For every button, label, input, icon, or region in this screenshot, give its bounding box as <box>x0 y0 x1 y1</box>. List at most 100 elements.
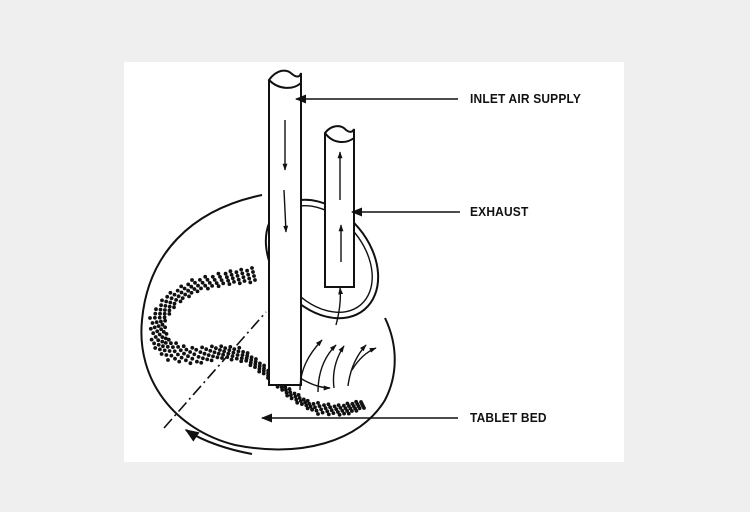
exhaust-pipe-broken-end <box>323 125 355 143</box>
tablet-dot <box>257 364 262 368</box>
tablet-dot <box>216 284 221 289</box>
tablet-dot <box>283 385 288 390</box>
tablet-dot <box>192 287 197 291</box>
tablet-dot <box>317 404 322 408</box>
tablet-dot <box>328 405 332 410</box>
tablet-dot <box>160 322 165 327</box>
tablet-dot <box>167 312 172 316</box>
tablet-dot <box>163 341 168 345</box>
tablet-dot <box>296 393 301 397</box>
tablet-dot <box>172 292 177 297</box>
tablet-dot <box>331 411 336 415</box>
tablet-dot <box>198 278 202 282</box>
tablet-dot <box>261 371 266 376</box>
tablet-dot <box>235 353 240 357</box>
tablet-dot <box>172 301 177 306</box>
tablet-dot <box>176 294 181 299</box>
tablet-dot <box>308 404 313 409</box>
tablet-dot <box>297 396 302 400</box>
tablet-dot <box>166 358 170 362</box>
tablet-dot <box>336 403 341 407</box>
tablet-dot <box>216 351 221 356</box>
tablet-dot <box>218 275 222 279</box>
pan-mouth-rim-outer <box>264 198 380 320</box>
tablet-dot <box>165 294 170 299</box>
tablet-dot <box>307 401 312 406</box>
tablet-dot <box>210 344 214 349</box>
tablet-dot <box>300 402 304 406</box>
label-inlet-air-supply: INLET AIR SUPPLY <box>470 91 582 106</box>
tablet-dot <box>160 298 164 303</box>
tablet-dot <box>164 299 169 304</box>
tablet-dot <box>229 272 234 277</box>
tablet-dot <box>246 272 251 277</box>
tablet-dot <box>159 303 164 308</box>
tablet-dot <box>216 271 221 276</box>
tablet-dot <box>156 342 161 347</box>
tablet-dot <box>200 345 205 350</box>
diagram-panel <box>124 62 624 462</box>
tablet-dot <box>178 299 183 304</box>
tablet-dot <box>167 308 172 313</box>
tablet-dot <box>176 352 180 357</box>
airflow-arrows <box>299 287 377 393</box>
tablet-dot <box>169 353 174 358</box>
tablet-dot <box>240 353 245 357</box>
tablet-dot <box>186 354 190 359</box>
tablet-dot <box>159 327 164 332</box>
tablet-dot <box>184 358 188 363</box>
tablet-dot <box>168 290 173 295</box>
tablet-dot <box>221 281 226 286</box>
tablet-dot <box>326 402 331 407</box>
tablet-dot <box>193 280 197 285</box>
tablet-dot <box>239 359 244 364</box>
tablet-dot <box>218 348 222 352</box>
tablet-dot <box>182 351 186 356</box>
tablet-dot <box>225 275 229 280</box>
tablet-dot <box>161 344 165 349</box>
tablet-dot <box>310 407 314 412</box>
tablet-dot <box>169 341 173 346</box>
tablet-dot <box>158 307 163 312</box>
tablet-dot <box>304 403 309 408</box>
rotation-axis <box>163 311 267 429</box>
tablet-dot <box>187 294 191 299</box>
tablet-dot <box>228 345 233 349</box>
tablet-dot <box>171 345 175 349</box>
tablet-dot <box>332 404 337 409</box>
tablet-dot <box>178 348 183 353</box>
tablet-dot <box>354 399 358 404</box>
tablet-dot <box>223 271 228 276</box>
tablet-dot <box>180 296 185 300</box>
tablet-dot <box>192 352 197 357</box>
tablet-dot <box>173 356 177 361</box>
tablet-dot <box>248 280 253 285</box>
tablet-dot <box>206 286 210 291</box>
tablet-dot <box>236 349 241 354</box>
tablet-dot <box>257 369 262 374</box>
tablet-dot <box>204 347 209 352</box>
tablet-dot <box>200 280 205 285</box>
tablet-dot <box>194 347 199 352</box>
tablet-dot <box>212 278 217 282</box>
tablet-dot <box>316 412 320 416</box>
tablet-dot <box>154 320 159 325</box>
tablet-dot <box>311 402 316 406</box>
tablet-dot <box>230 276 235 281</box>
tablet-dot <box>322 403 326 407</box>
tablet-dot <box>196 355 201 359</box>
tablet-dot <box>159 352 164 356</box>
tablet-dot <box>151 331 156 336</box>
tablet-dot <box>206 353 211 357</box>
tablet-dot <box>152 341 157 346</box>
tablet-dot <box>150 321 155 325</box>
tablet-dot <box>316 401 320 405</box>
tablet-dot <box>203 274 208 279</box>
tablet-dot <box>205 277 210 282</box>
tablet-dot <box>158 311 162 316</box>
tablet-dot <box>239 356 244 360</box>
tablet-dot <box>336 410 340 414</box>
tablet-dot <box>241 275 246 280</box>
tablet-dot <box>163 304 168 308</box>
tablet-dot <box>245 268 250 273</box>
